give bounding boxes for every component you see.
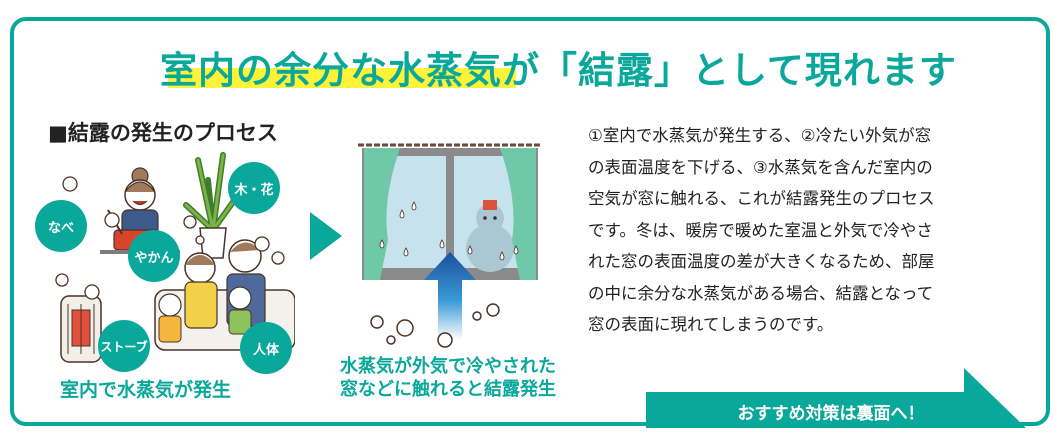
play-arrow-icon: [310, 212, 342, 260]
steam-puffs-icon: [370, 303, 500, 348]
plant-icon: [183, 152, 241, 259]
source-bubble-plant: 木・花: [228, 162, 280, 214]
window-condensation-icon: [358, 143, 542, 340]
source-bubble-kettle: やかん: [128, 230, 180, 282]
section-heading: ■結露の発生のプロセス: [48, 121, 278, 145]
explanation-line: の中に余分な水蒸気がある場合、結露となって: [588, 283, 934, 303]
page-title: 室内の余分な水蒸気が「結露」として現れます: [160, 49, 957, 92]
explanation-line: れた窓の表面温度の差が大きくなるため、部屋: [588, 252, 935, 271]
title-highlight: [168, 68, 516, 88]
source-bubble-stove: ストーブ: [98, 320, 150, 372]
explanation-line: 空気が窓に触れる、これが結露発生のプロセス: [588, 189, 935, 208]
explanation-line: 窓の表面に現れてしまうのです。: [588, 315, 834, 334]
left-caption: 室内で水蒸気が発生: [60, 379, 232, 401]
stove-icon: [60, 295, 102, 363]
explanation-line: です。冬は、暖房で暖めた室温と外気で冷やさ: [588, 220, 933, 240]
middle-caption-line: 窓などに触れると結露発生: [340, 379, 556, 400]
explanation-line: の表面温度を下げる、③水蒸気を含んだ室内の: [588, 157, 933, 177]
see-back-cta[interactable]: おすすめ対策は裏面へ！: [646, 368, 1036, 428]
source-bubble-pot: なべ: [35, 200, 87, 252]
explanation-line: ①室内で水蒸気が発生する、②冷たい外気が窓: [588, 126, 932, 145]
source-bubble-body: 人体: [240, 322, 292, 374]
middle-caption-line: 水蒸気が外気で冷やされた: [340, 356, 556, 377]
explanation-text: ①室内で水蒸気が発生する、②冷たい外気が窓 の表面温度を下げる、③水蒸気を含んだ…: [588, 120, 1008, 341]
title-block: 室内の余分な水蒸気が「結露」として現れます: [160, 38, 957, 94]
cta-arrow-shape: [646, 368, 1026, 428]
cta-label: おすすめ対策は裏面へ！: [737, 404, 925, 424]
middle-caption: 水蒸気が外気で冷やされた 窓などに触れると結露発生: [318, 355, 578, 401]
content-frame: [10, 17, 1050, 426]
